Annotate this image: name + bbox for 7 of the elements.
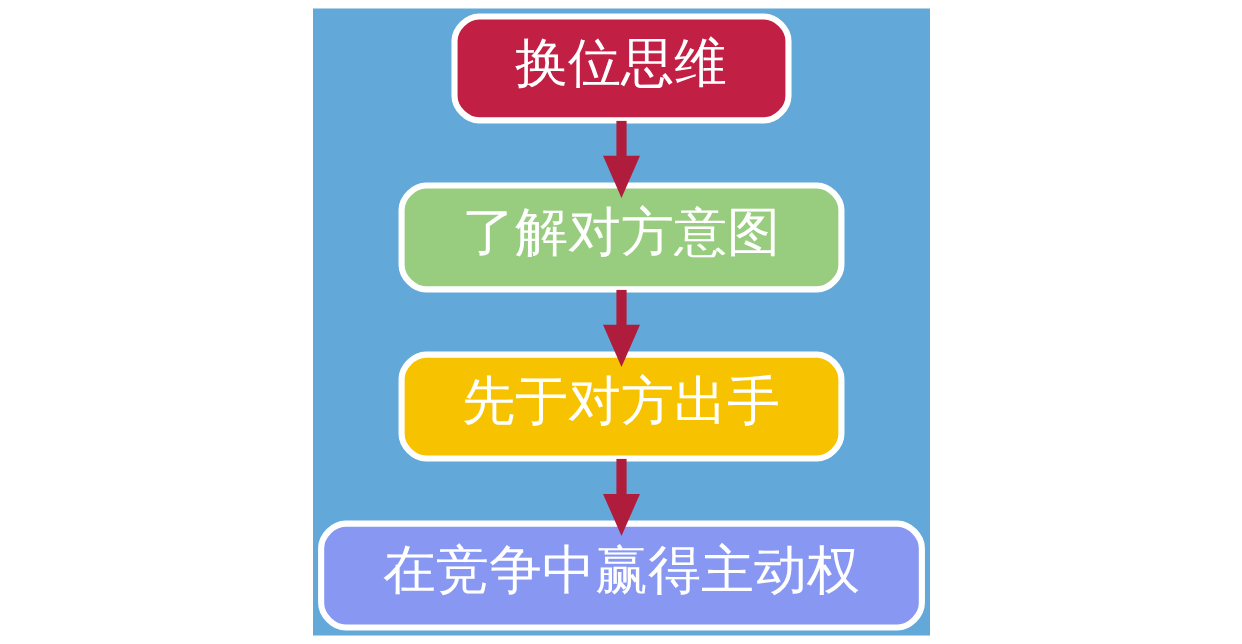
node-box: 先于对方出手 (398, 351, 844, 462)
arrow (602, 120, 640, 199)
node-box: 在竞争中赢得主动权 (317, 520, 925, 631)
arrow (602, 458, 640, 537)
arrow (602, 289, 640, 368)
node-box: 换位思维 (450, 13, 792, 124)
node-box: 了解对方意图 (398, 182, 844, 293)
